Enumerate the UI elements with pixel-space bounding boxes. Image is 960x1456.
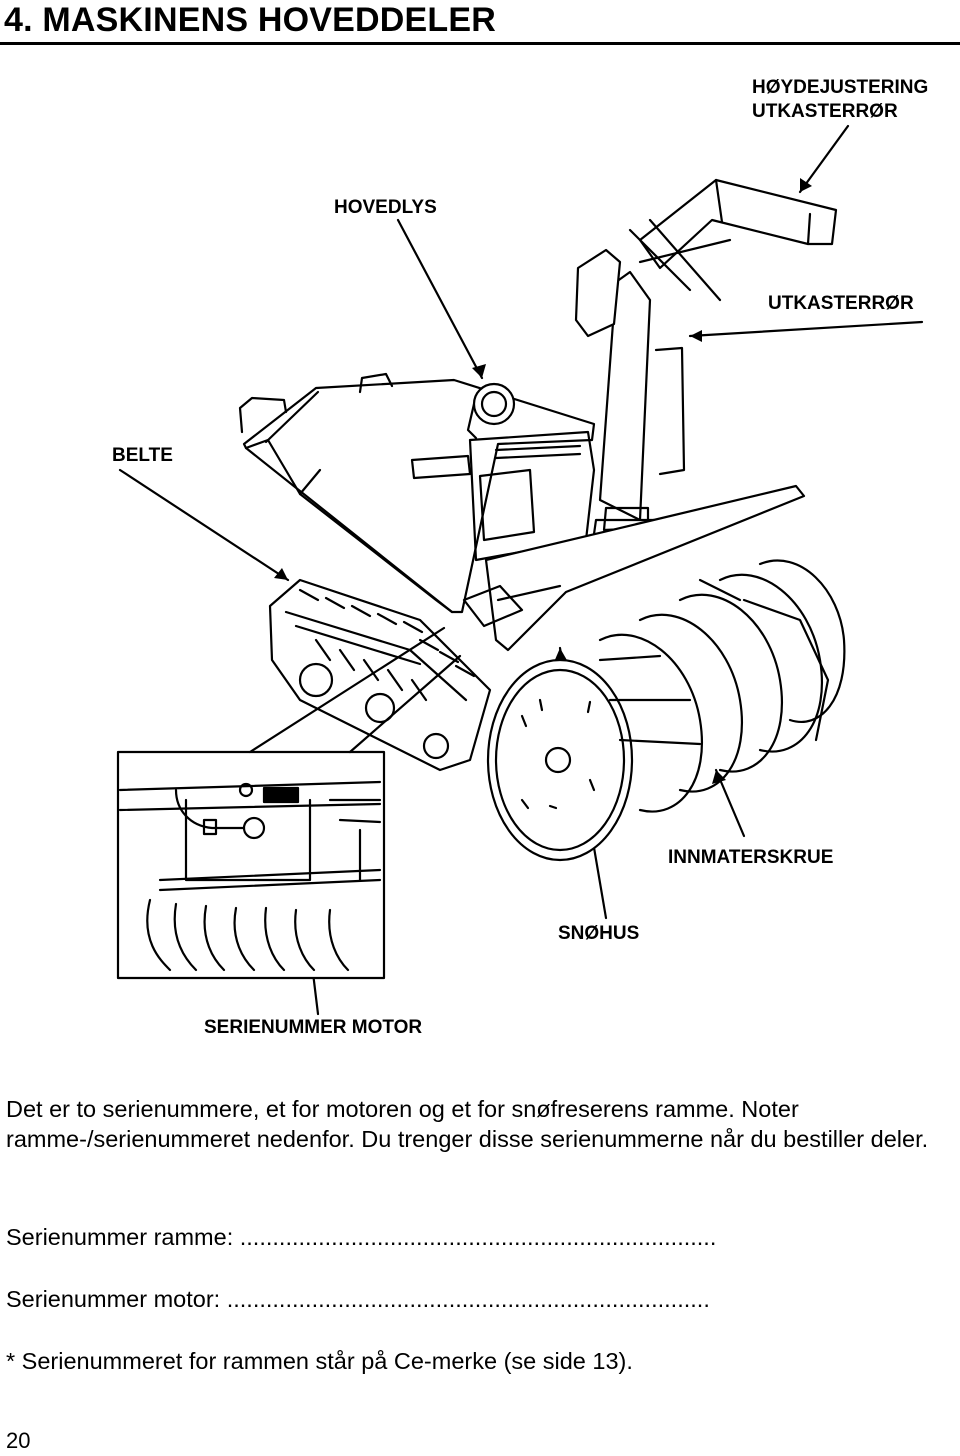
label-auger-housing: SNØHUS xyxy=(558,923,640,944)
engine-serial-line: Serienummer motor: .....................… xyxy=(6,1286,710,1312)
label-track: BELTE xyxy=(112,445,173,466)
header-rule xyxy=(0,42,960,45)
page-header: 4. MASKINENS HOVEDDELER xyxy=(0,0,960,45)
footnote: * Serienummeret for rammen står på Ce-me… xyxy=(6,1348,633,1374)
frame-serial-line: Serienummer ramme: .....................… xyxy=(6,1224,717,1250)
label-height-adjust-line2: UTKASTERRØR xyxy=(752,101,898,122)
intro-paragraph-text: Det er to serienummere, et for motoren o… xyxy=(6,1096,929,1152)
intro-paragraph: Det er to serienummere, et for motoren o… xyxy=(6,1094,956,1154)
auger-blades xyxy=(598,559,846,813)
page-title: 4. MASKINENS HOVEDDELER xyxy=(4,1,497,39)
label-height-adjust: HØYDEJUSTERING UTKASTERRØR xyxy=(752,76,928,124)
label-engine-serial: SERIENUMMER MOTOR xyxy=(204,1017,423,1038)
label-chute: UTKASTERRØR xyxy=(768,293,914,314)
label-height-adjust-line1: HØYDEJUSTERING xyxy=(752,77,929,98)
page-number: 20 xyxy=(6,1428,31,1453)
snowblower-diagram xyxy=(116,124,924,1016)
label-auger: INNMATERSKRUE xyxy=(668,847,834,868)
label-headlight: HOVEDLYS xyxy=(334,197,437,218)
